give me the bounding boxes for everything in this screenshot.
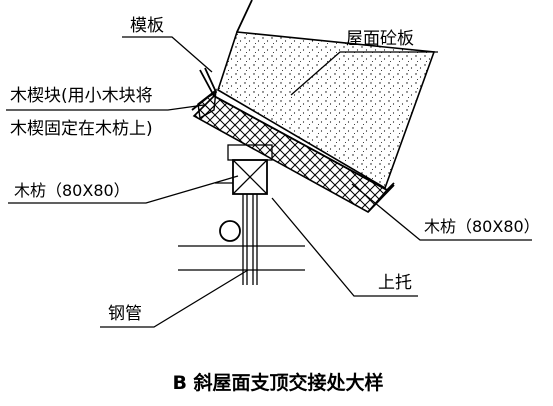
slab-bottom-right (367, 184, 395, 213)
label-formwork: 模板 (130, 16, 164, 36)
leader-top-support (271, 197, 418, 297)
label-timber-left: 木枋（80X80） (14, 181, 130, 200)
pipe-section (219, 220, 241, 242)
label-wedge-line1: 木楔块(用小木块将 (10, 86, 153, 106)
timber-block-cross-2 (232, 159, 268, 195)
leader-roof-slab (290, 51, 438, 96)
wood-wedge (197, 88, 217, 120)
drawing-caption: B 斜屋面支顶交接处大样 (172, 371, 383, 394)
label-steel-pipe: 钢管 (108, 304, 142, 324)
leader-steel-pipe (100, 269, 249, 328)
leader-formwork (122, 36, 213, 73)
label-roof-slab: 屋面砼板 (346, 29, 414, 49)
label-wedge-line2: 木楔固定在木枋上) (10, 119, 153, 139)
label-top-support: 上托 (378, 273, 412, 293)
formwork-board (199, 69, 395, 192)
leader-wedge (6, 104, 205, 111)
leader-timber-right (351, 183, 532, 241)
slab-top-edge (236, 0, 253, 33)
label-timber-right: 木枋（80X80） (424, 217, 540, 236)
top-plate (227, 144, 273, 161)
leader-timber-left (8, 175, 239, 204)
